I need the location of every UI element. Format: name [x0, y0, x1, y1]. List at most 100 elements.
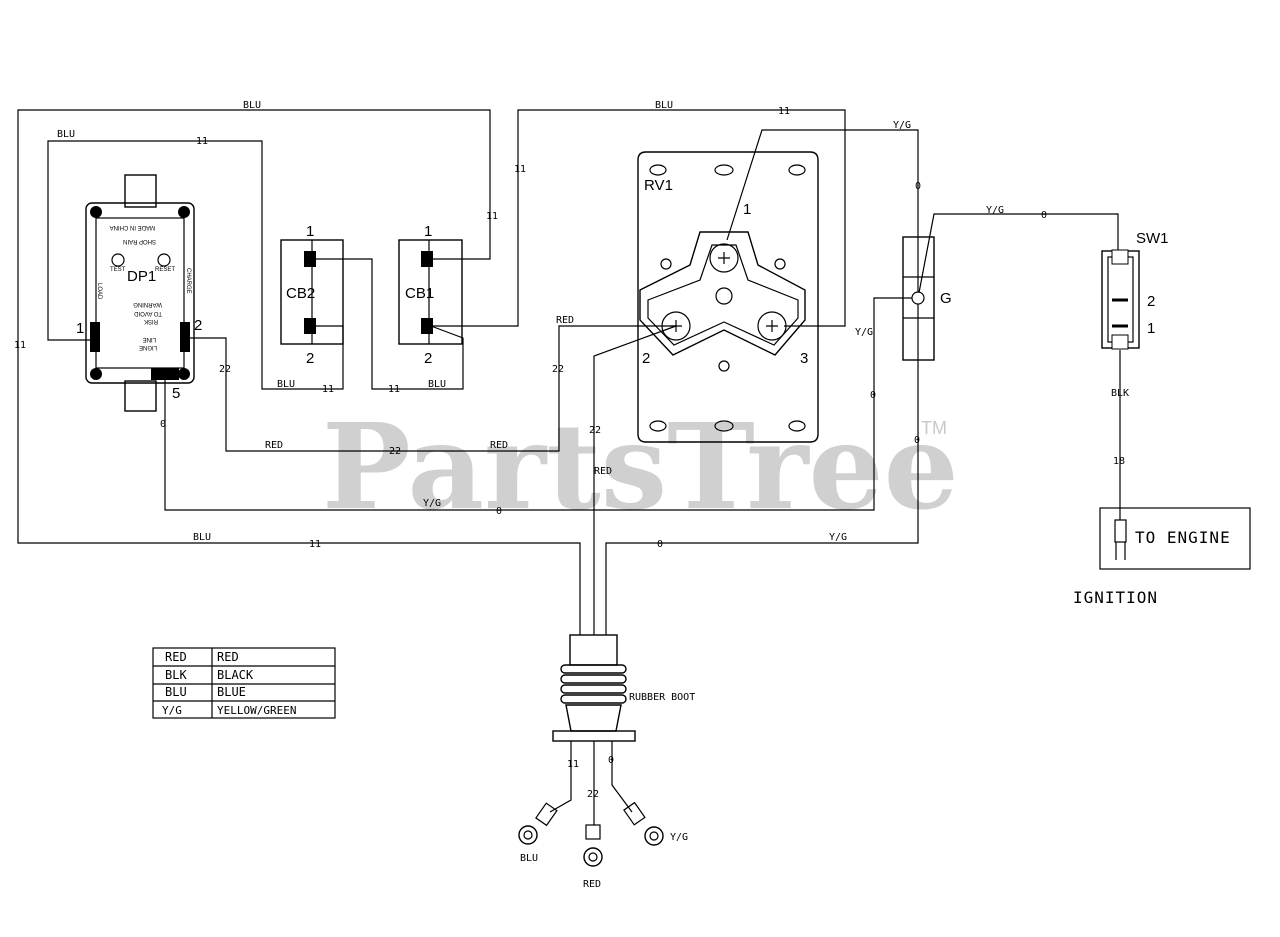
ground-body — [902, 236, 935, 361]
lead-blu-label: BLU — [520, 853, 538, 864]
ground-terminal — [911, 291, 925, 305]
wire-blu-cb1-boot — [17, 109, 581, 635]
dp1-terminal-1 — [90, 322, 100, 352]
wire-number: 11 — [514, 164, 526, 175]
sw1-terminal-label: 1 — [1147, 320, 1155, 337]
wire-label: BLU — [243, 100, 261, 111]
cb1-terminal-2 — [421, 318, 433, 334]
cb1-terminal-label: 1 — [424, 223, 432, 240]
wire-labels: BLU BLU 11 11 11 BLU 11 11 Y/G 0 Y/G 0 Y… — [14, 100, 1129, 550]
dp1-test-button — [111, 253, 125, 267]
rv1-label: RV1 — [644, 177, 673, 194]
wire-yg-rv1-g-boot — [605, 129, 919, 635]
wire-label: BLK — [1111, 388, 1129, 399]
wire-number: 11 — [778, 106, 790, 117]
dp1-screw — [90, 206, 102, 218]
wire-red-rv1-boot — [593, 325, 677, 635]
boot-base — [552, 730, 636, 742]
dp1-face-text: LOAD — [96, 283, 102, 300]
cb1-terminal-label: 2 — [424, 350, 432, 367]
wire-number: 11 — [322, 384, 334, 395]
rv1-terminal-label: 2 — [642, 350, 650, 367]
rv1-body — [639, 231, 806, 356]
sw1-terminal-bottom — [1111, 334, 1129, 350]
wire-label: BLU — [428, 379, 446, 390]
wire-number: 0 — [160, 419, 166, 430]
dp1-body — [85, 202, 195, 384]
lead-number: 22 — [587, 789, 599, 800]
lead-yg-label: Y/G — [670, 832, 688, 843]
wire-number: 11 — [388, 384, 400, 395]
legend-name: BLUE — [217, 685, 246, 699]
wire-label: RED — [490, 440, 508, 451]
wire-label: Y/G — [423, 498, 441, 509]
wire-blu-cb2-cb1 — [312, 258, 464, 390]
wire-number: 0 — [915, 181, 921, 192]
dp1-face-text: LIGNE — [139, 344, 157, 350]
wire-number: 11 — [309, 539, 321, 550]
wire-yg-g-dp1 — [164, 297, 918, 511]
lead-yg — [611, 741, 633, 813]
wire-number: 0 — [870, 390, 876, 401]
cb2-terminal-label: 2 — [306, 350, 314, 367]
rubber-boot: RUBBER BOOT 11 22 0 BLU RED Y/G — [518, 634, 695, 890]
legend-table — [152, 647, 336, 719]
dp1-screw — [90, 368, 102, 380]
cb2-breaker: CB2 1 2 — [280, 223, 344, 367]
dp1-reset-button — [157, 253, 171, 267]
wire-number: 11 — [486, 211, 498, 222]
cb2-terminal-1 — [304, 251, 316, 267]
wire-label: BLU — [57, 129, 75, 140]
dp1-terminal-label: 5 — [172, 385, 180, 402]
ground-block: G — [902, 236, 952, 361]
lead-number: 11 — [567, 759, 579, 770]
cb2-terminal-label: 1 — [306, 223, 314, 240]
cb1-label: CB1 — [405, 285, 434, 302]
dp1-face-text: GFCI — [150, 371, 165, 377]
dp1-test-label: TEST — [110, 267, 126, 273]
legend-name: RED — [217, 650, 239, 664]
cb1-breaker: CB1 1 2 — [398, 223, 463, 367]
wire-yg-g-sw1 — [917, 213, 1119, 299]
wire-number: 18 — [1113, 456, 1125, 467]
watermark-trademark: TM — [921, 418, 947, 438]
dp1-face-text: RISK — [144, 318, 158, 324]
wire-label: Y/G — [986, 205, 1004, 216]
wire-number: 22 — [389, 446, 401, 457]
dp1-face — [95, 217, 185, 369]
wire-number: 22 — [552, 364, 564, 375]
engine-box — [1099, 507, 1251, 570]
watermark: PartsTree — [322, 397, 959, 536]
wire-number: 0 — [657, 539, 663, 550]
wire-label: BLU — [277, 379, 295, 390]
dp1-screw — [178, 206, 190, 218]
wire-number: 11 — [14, 340, 26, 351]
wire-harness — [17, 109, 1121, 635]
dp1-terminal-label: 1 — [76, 320, 84, 337]
cb2-terminal-2 — [304, 318, 316, 334]
rv1-receptacle: RV1 1 2 3 — [637, 151, 819, 443]
wire-label: Y/G — [893, 120, 911, 131]
ground-label: G — [940, 290, 952, 307]
rv1-terminal-label: 1 — [743, 201, 751, 218]
sw1-switch: SW1 2 1 — [1101, 230, 1169, 350]
dp1-face-text: MADE IN CHINA — [110, 224, 155, 230]
dp1-receptacle: DP1 MADE IN CHINA SHOP RAIN WARNING TO A… — [76, 174, 202, 412]
legend-code: RED — [165, 650, 187, 664]
legend-name: YELLOW/GREEN — [217, 704, 296, 717]
wire-red-dp1-rv1 — [190, 325, 676, 452]
wire-label: RED — [556, 315, 574, 326]
wire-number: 0 — [496, 506, 502, 517]
wire-label: Y/G — [855, 327, 873, 338]
legend-code: BLK — [165, 668, 187, 682]
lead-number: 0 — [608, 755, 614, 766]
rubber-boot-label: RUBBER BOOT — [629, 692, 695, 703]
wire-number: 22 — [219, 364, 231, 375]
color-legend: RED RED BLK BLACK BLU BLUE Y/G YELLOW/GR… — [152, 647, 336, 719]
cb1-body — [398, 239, 463, 345]
dp1-face-text: CHARGE — [185, 268, 191, 294]
lead-red-label: RED — [583, 879, 601, 890]
ignition-label: IGNITION — [1073, 588, 1158, 607]
wire-number: 22 — [589, 425, 601, 436]
